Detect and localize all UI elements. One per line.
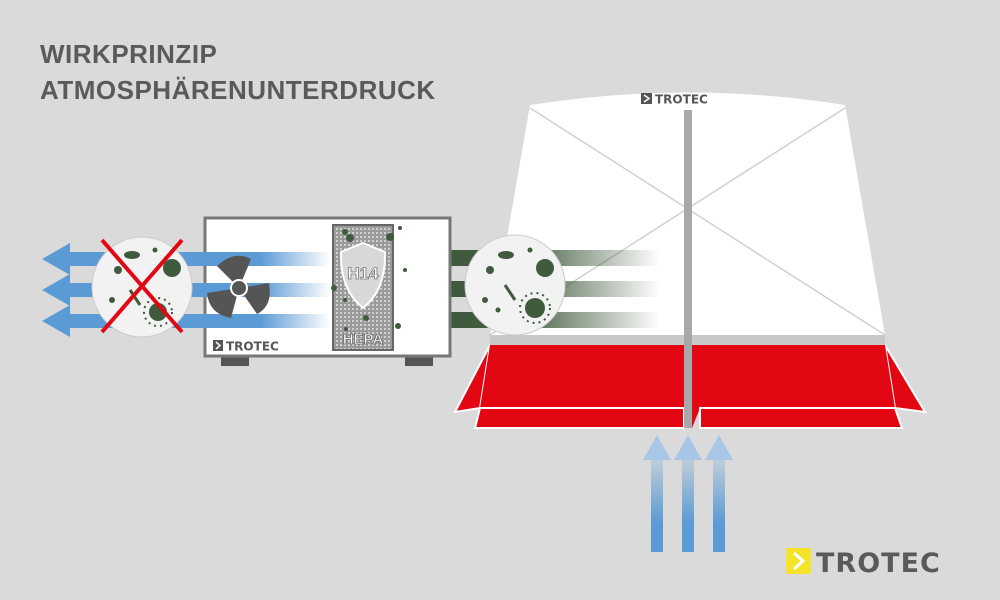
up-arrow bbox=[705, 435, 733, 552]
virus-icon bbox=[525, 298, 545, 318]
tent-zipper bbox=[684, 110, 692, 428]
tent: TROTEC bbox=[453, 92, 927, 429]
bacteria-icon bbox=[498, 251, 514, 259]
contaminant-bubble bbox=[464, 234, 566, 336]
air-purifier: H14 HEPA TROTEC bbox=[190, 216, 452, 366]
svg-text:TROTEC: TROTEC bbox=[816, 548, 941, 579]
diagram-title: WIRKPRINZIP ATMOSPHÄRENUNTERDRUCK bbox=[40, 36, 436, 108]
title-line-1: WIRKPRINZIP bbox=[40, 39, 218, 69]
shield-icon bbox=[339, 241, 387, 310]
up-arrow bbox=[674, 435, 702, 552]
up-arrow bbox=[643, 435, 671, 552]
purifier-logo: TROTEC bbox=[213, 340, 279, 354]
title-line-2: ATMOSPHÄRENUNTERDRUCK bbox=[40, 75, 436, 105]
inflow-arrows bbox=[643, 435, 733, 552]
fan-icon bbox=[207, 255, 270, 318]
brand-logo: TROTEC bbox=[786, 548, 941, 579]
svg-text:TROTEC: TROTEC bbox=[226, 340, 279, 354]
filter-class: H14 bbox=[347, 264, 379, 283]
cross-icon bbox=[100, 238, 184, 334]
filter-type: HEPA bbox=[343, 331, 384, 348]
filtered-contaminant-bubble bbox=[91, 236, 193, 338]
svg-text:TROTEC: TROTEC bbox=[655, 93, 708, 107]
tent-logo: TROTEC bbox=[641, 93, 708, 107]
hepa-filter: H14 HEPA bbox=[331, 224, 407, 351]
